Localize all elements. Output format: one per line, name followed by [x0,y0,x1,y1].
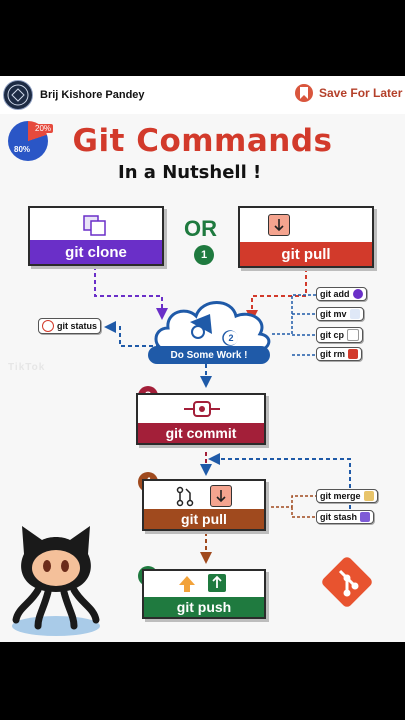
progress-primary-label: 80% [14,145,31,154]
octocat-mascot-icon [12,526,100,636]
commit-icon [184,399,220,424]
copy-file-icon [347,329,359,341]
or-label: OR [184,216,217,241]
git-mv-chip: git mv [316,307,364,321]
copy-icon [80,213,110,244]
git-rm-label: git rm [320,349,346,359]
plus-icon [352,289,363,299]
upload-icon [208,574,226,592]
move-icon [349,309,360,319]
step-number-1: 1 [194,245,214,265]
trash-icon [348,349,359,359]
merge-icon [174,485,196,512]
git-add-label: git add [320,289,350,299]
git-pull-label: git pull [144,509,264,529]
git-status-label: git status [57,321,98,331]
save-for-later-label: Save For Later [319,86,403,100]
do-some-work-label: Do Some Work ! [148,346,270,364]
git-add-chip: git add [316,287,367,301]
page-title: Git Commands [72,123,333,159]
git-stash-label: git stash [320,512,358,522]
git-merge-chip: git merge [316,489,378,503]
git-commit-card: git commit [136,393,266,445]
git-cp-chip: git cp [316,327,363,343]
arrow-down-icon [268,214,290,236]
git-cp-label: git cp [320,330,344,340]
bookmark-icon [295,84,313,102]
git-pull-card: git pull [142,479,266,531]
git-merge-label: git merge [320,491,361,501]
progress-secondary-label: 20% [33,124,54,133]
git-pull-top-card: git pull [238,206,374,268]
page-subtitle: In a Nutshell ! [118,162,262,183]
git-clone-card: git clone [28,206,164,266]
bottom-letterbox [0,642,405,720]
merge-badge-icon [363,491,374,501]
tiktok-watermark: TikTok [8,362,46,373]
git-rm-chip: git rm [316,347,363,361]
git-push-label: git push [144,597,264,617]
arrow-down-icon [210,485,232,507]
git-logo-icon [322,557,372,607]
save-for-later-button[interactable]: Save For Later [295,84,402,102]
git-mv-label: git mv [320,309,347,319]
git-pull-top-label: git pull [240,242,372,266]
git-status-chip: git status [38,318,102,334]
author-avatar[interactable] [3,80,33,110]
post-header [0,76,405,114]
git-stash-chip: git stash [316,510,375,524]
git-push-card: git push [142,569,266,619]
arrow-up-icon [178,575,196,598]
check-icon [42,320,54,332]
git-clone-label: git clone [30,240,162,264]
cloud-icon [154,301,271,352]
author-name[interactable]: Brij Kishore Pandey [40,89,145,101]
git-commit-label: git commit [138,423,264,443]
stash-icon [360,512,371,522]
step-number-2: 2 [224,331,238,345]
